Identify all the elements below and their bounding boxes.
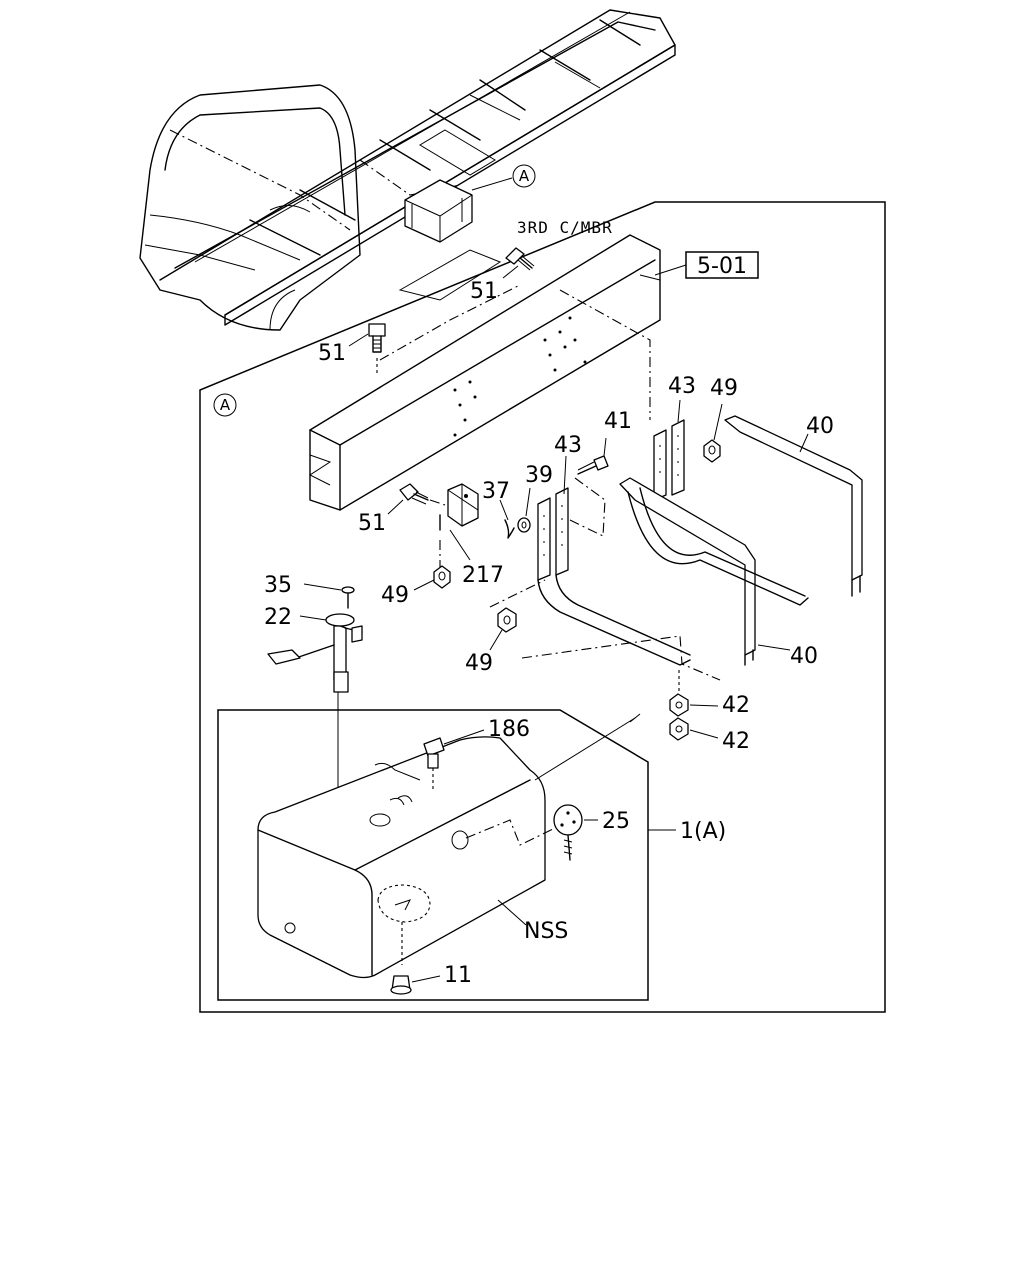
washer-39 [517,517,531,533]
part-42-b-label: 42 [722,729,750,754]
tank-assembly-frame [217,709,649,1001]
tank-location-marker [404,179,473,243]
part-51-top-label: 51 [470,279,498,304]
beam-holes [453,316,587,437]
bolt-51-left [368,323,386,353]
callout-circle-a-top: A [512,164,536,188]
part-43-mid-label: 43 [554,433,582,458]
part-186-label: 186 [488,717,530,742]
truck-overview-drawing [139,9,676,331]
part-40-bottom-label: 40 [790,644,818,669]
nut-49-right [703,439,721,463]
breather-186 [423,737,445,790]
fuel-tank [257,736,546,979]
part-25-label: 25 [602,809,630,834]
part-11-label: 11 [444,963,472,988]
callout-circle-a-frame: A [213,393,237,417]
part-37-label: 37 [482,479,510,504]
part-42-a-label: 42 [722,693,750,718]
screw-35 [341,586,355,609]
part-51-bracket-label: 51 [358,511,386,536]
label-nss: NSS [524,919,568,944]
label-3rd-cross-member: 3RD C/MBR [517,218,613,237]
part-49-right-label: 49 [710,376,738,401]
part-41-label: 41 [604,409,632,434]
part-49-mid-label: 49 [465,651,493,676]
part-22-label: 22 [264,605,292,630]
assembly-1a-label: 1(A) [680,819,726,844]
part-51-left-label: 51 [318,341,346,366]
drain-plug-11 [390,975,412,995]
bracket-217 [439,483,479,531]
strap-40-bottom [619,477,809,666]
bolt-41 [577,455,609,475]
cap-25 [553,804,583,861]
strap-40-top [724,415,863,597]
bracket-43-right [653,419,685,501]
nut-49-left [433,565,451,589]
bracket-43-mid [537,487,691,666]
nut-49-mid [497,607,517,633]
bolt-51-bracket [399,483,429,505]
nut-42-a [669,693,689,717]
part-35-label: 35 [264,573,292,598]
part-49-left-label: 49 [381,583,409,608]
svg-text:A: A [220,396,231,414]
fuel-gauge-unit-22 [267,613,363,693]
part-217-label: 217 [462,563,504,588]
nut-42-b [669,717,689,741]
part-39-label: 39 [525,463,553,488]
callout-a-label: A [519,167,530,185]
bolt-51-top [505,247,535,271]
svg-text:5-01: 5-01 [697,254,747,279]
reference-box-5-01: 5-01 [654,251,759,279]
part-43-right-label: 43 [668,374,696,399]
clip-37 [504,519,515,539]
cross-member-beam [308,234,661,511]
detail-frame-a [199,201,886,1013]
part-40-top-label: 40 [806,414,834,439]
